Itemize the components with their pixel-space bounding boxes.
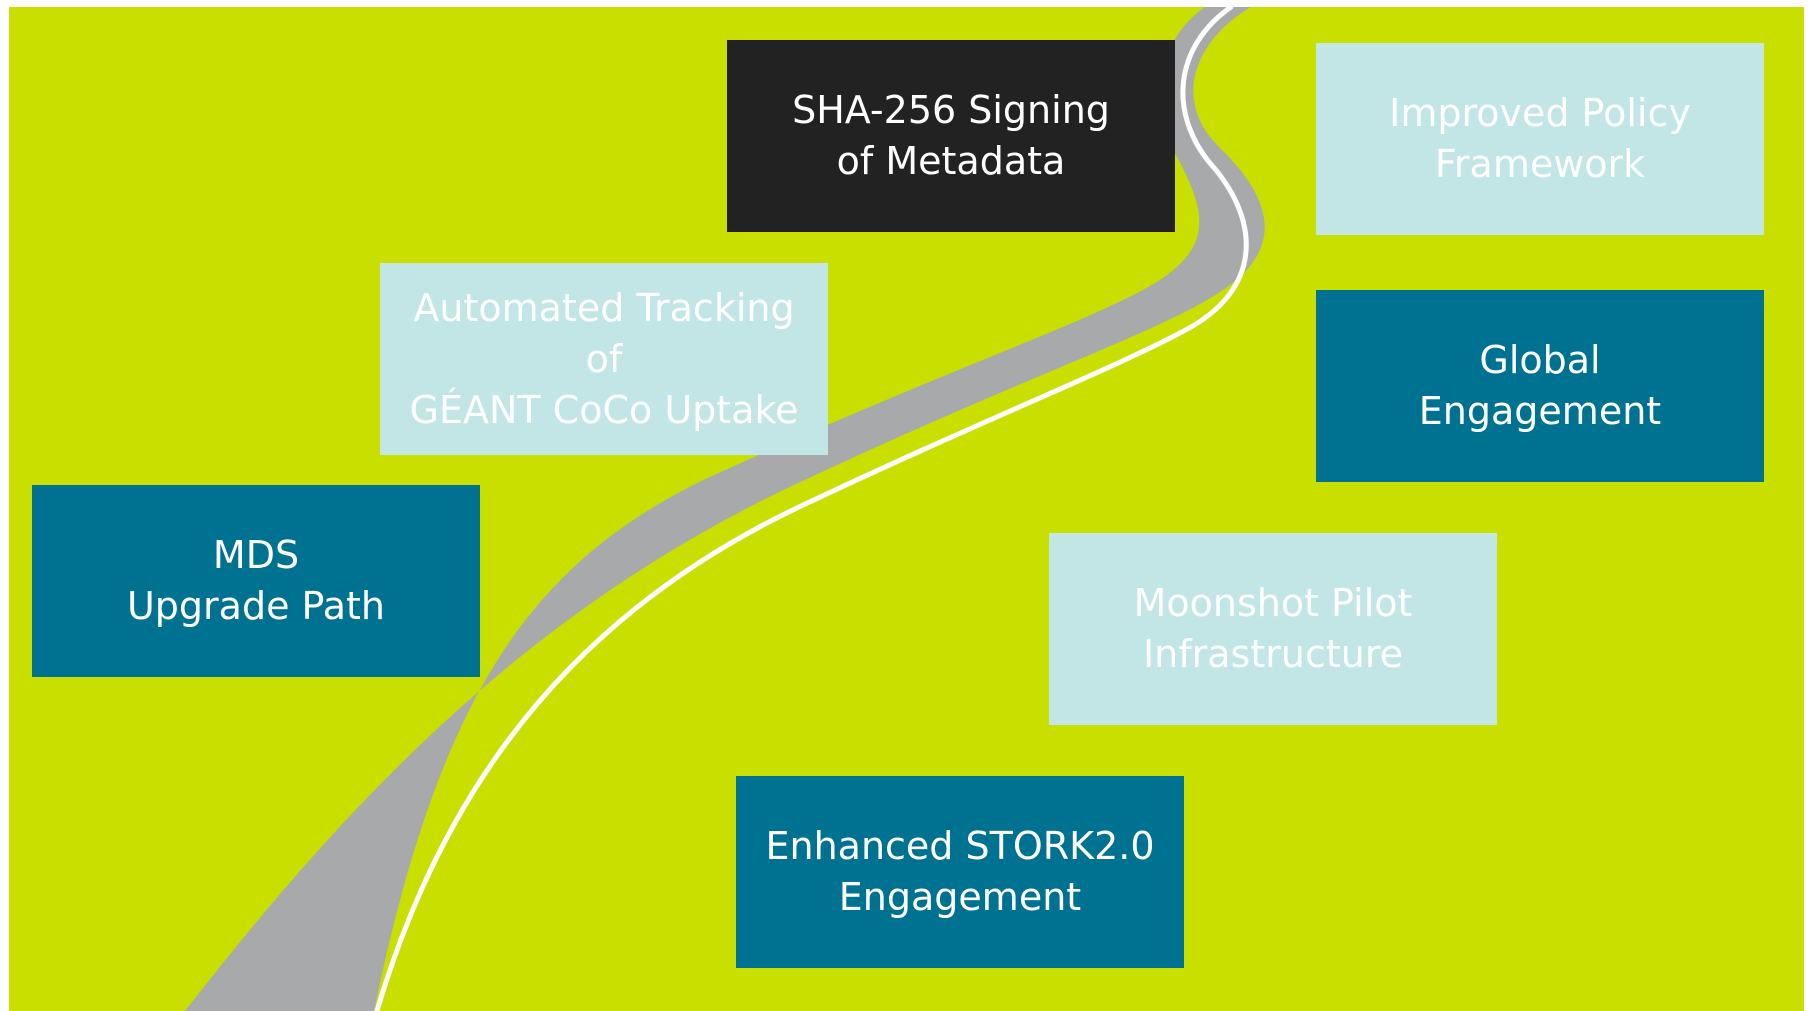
milestone-coco-tracking: Automated Tracking of GÉANT CoCo Uptake xyxy=(380,263,828,455)
milestone-label: Automated Tracking of GÉANT CoCo Uptake xyxy=(409,285,799,432)
milestone-label: Moonshot Pilot Infrastructure xyxy=(1133,581,1413,676)
road-centre-line xyxy=(374,7,1249,1011)
milestone-global-engagement: Global Engagement xyxy=(1316,290,1764,482)
milestone-sha256: SHA-256 Signing of Metadata xyxy=(727,40,1175,232)
milestone-mds-upgrade: MDS Upgrade Path xyxy=(32,485,480,677)
milestone-label: SHA-256 Signing of Metadata xyxy=(792,88,1110,183)
milestone-label: Global Engagement xyxy=(1418,338,1662,433)
road-surface xyxy=(185,7,1265,1011)
milestone-stork-engagement: Enhanced STORK2.0 Engagement xyxy=(736,776,1184,968)
milestone-moonshot-pilot: Moonshot Pilot Infrastructure xyxy=(1049,533,1497,725)
road-graphic xyxy=(185,7,1265,1011)
milestone-label: Enhanced STORK2.0 Engagement xyxy=(765,824,1155,919)
roadmap-slide: SHA-256 Signing of Metadata Improved Pol… xyxy=(9,7,1804,1011)
milestone-label: Improved Policy Framework xyxy=(1389,91,1691,186)
milestone-label: MDS Upgrade Path xyxy=(126,533,386,628)
milestone-policy-framework: Improved Policy Framework xyxy=(1316,43,1764,235)
